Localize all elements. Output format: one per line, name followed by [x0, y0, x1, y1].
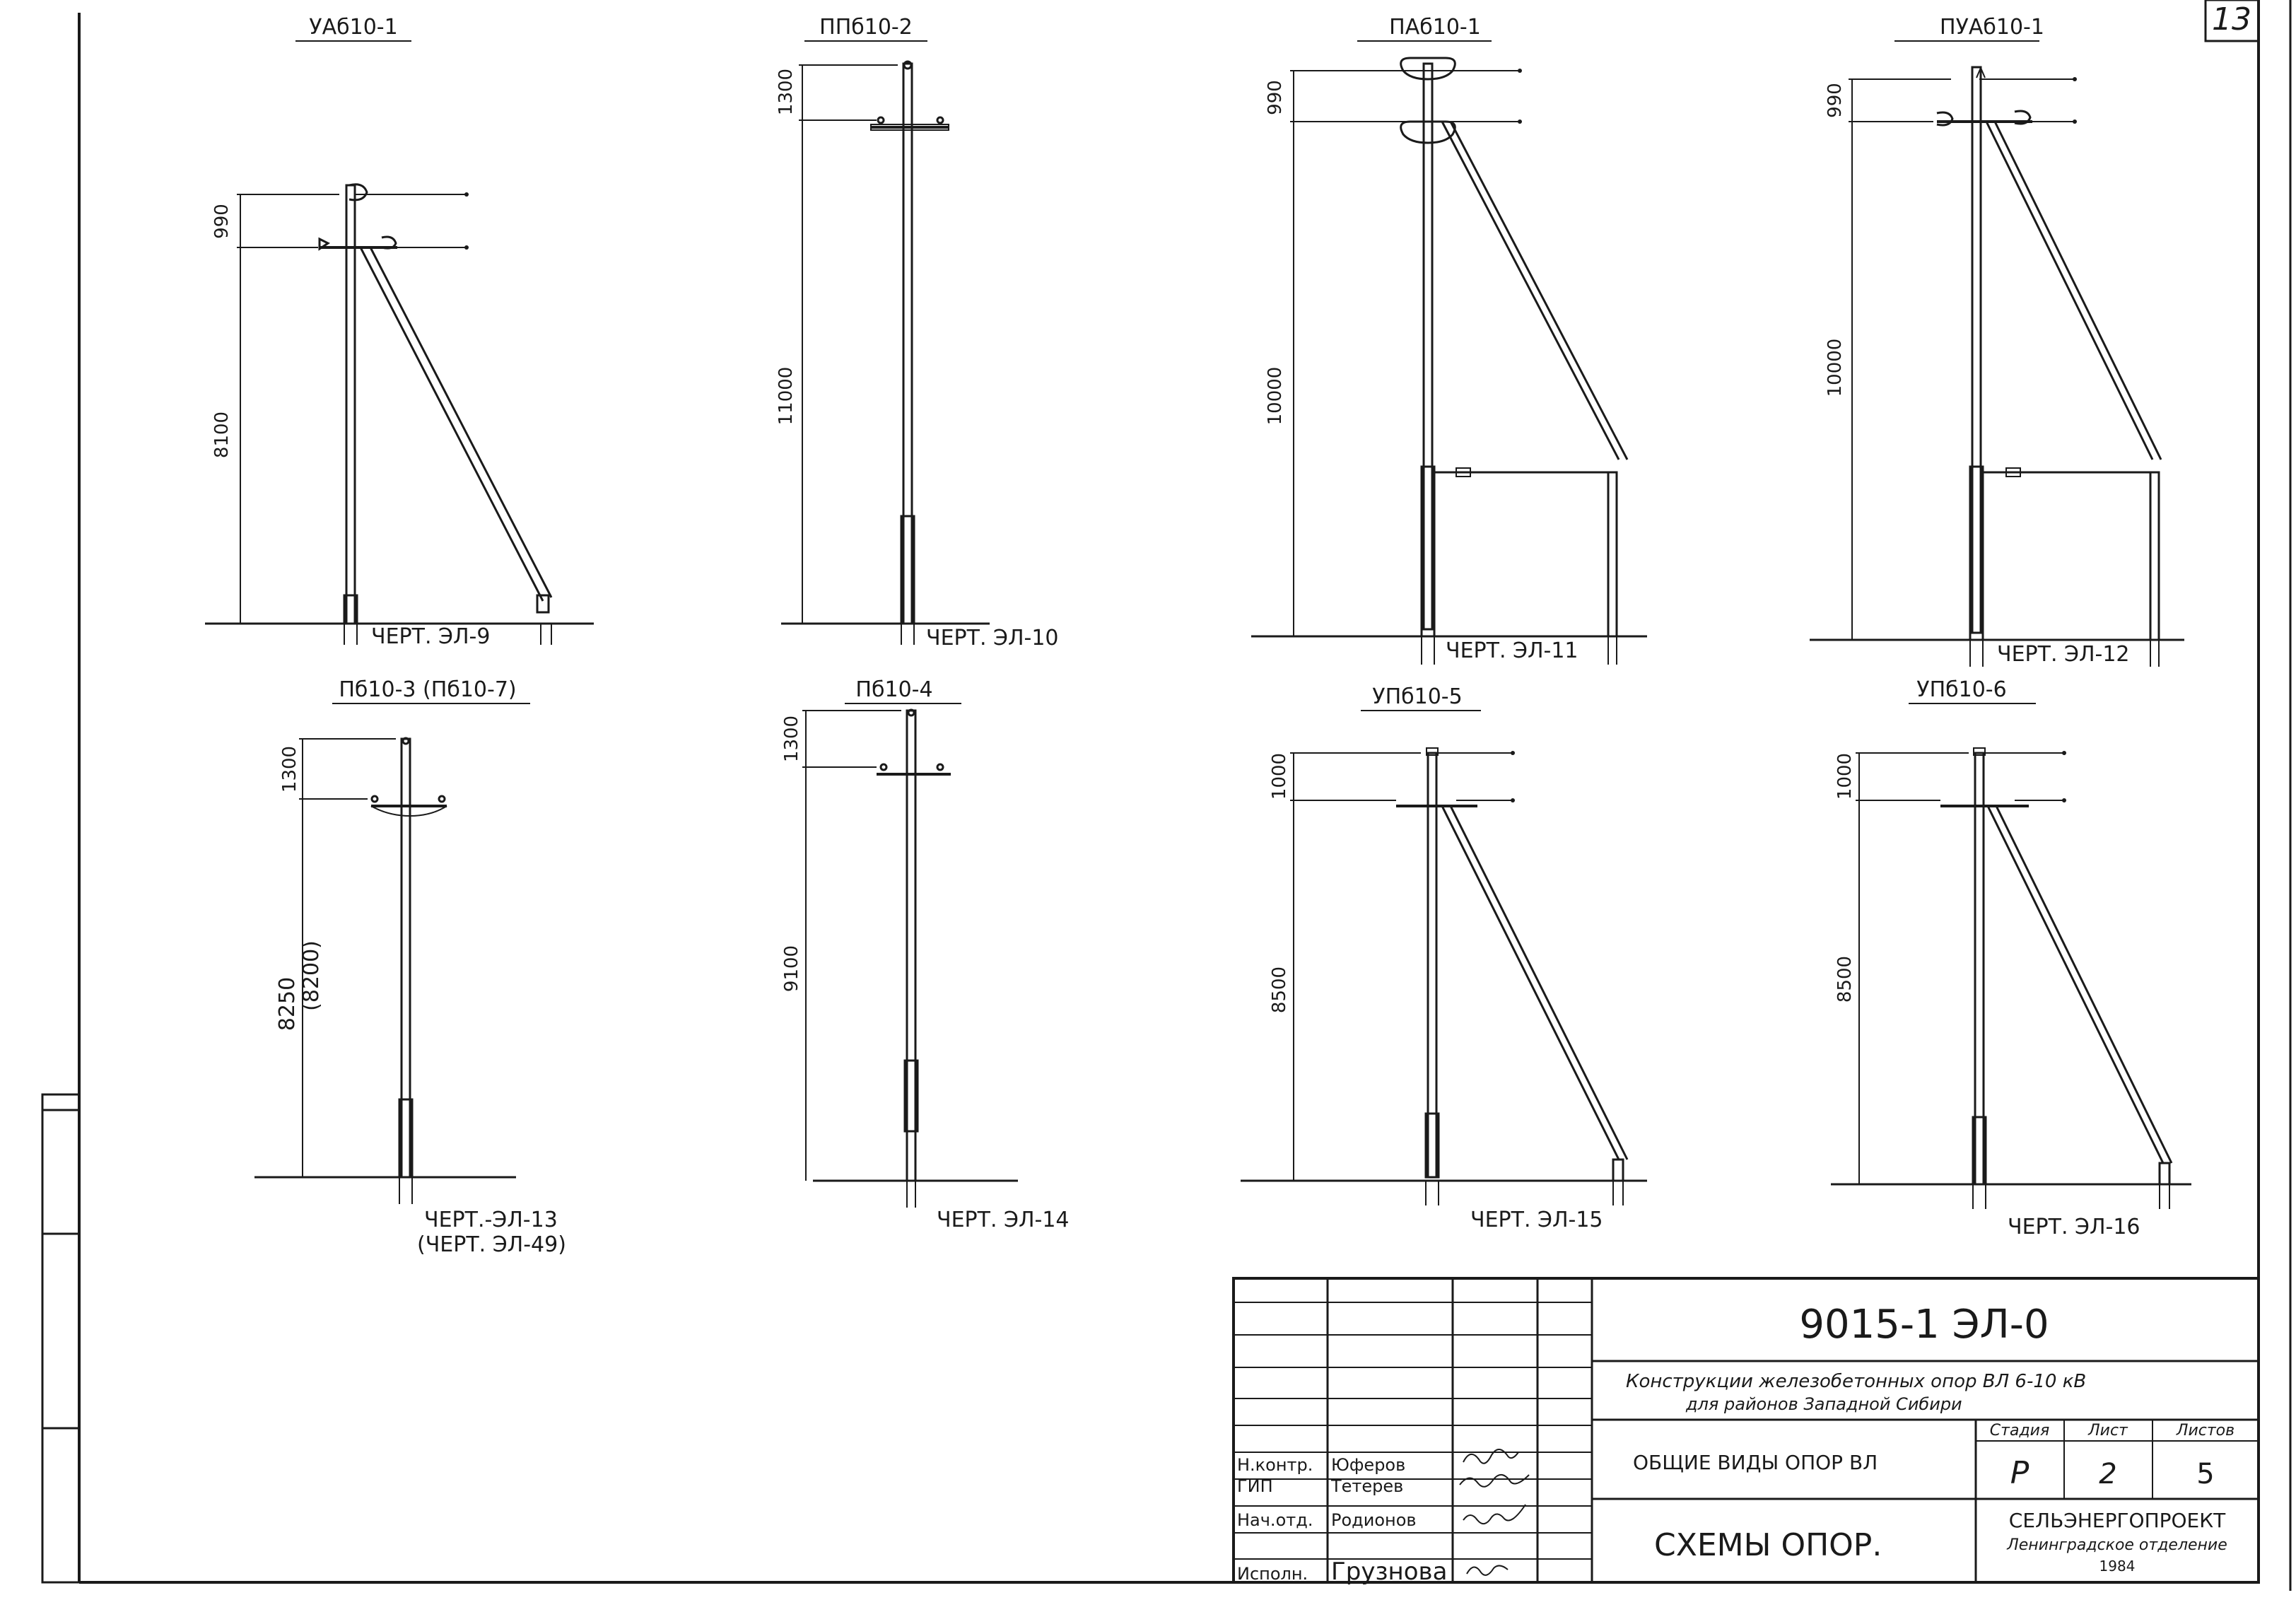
drawing-ref: ЧЕРТ. ЭЛ-11: [1446, 638, 1578, 663]
sheets-label: Листов: [2176, 1422, 2234, 1440]
drawing-ref: ЧЕРТ. ЭЛ-12: [1997, 642, 2130, 667]
support-s7: УПб10-5 1000 8500 ЧЕРТ. ЭЛ-15: [1241, 684, 1647, 1232]
signature-role: Нач.отд.: [1237, 1510, 1313, 1530]
support-title: Пб10-3 (Пб10-7): [339, 677, 516, 702]
sheet-number: 13: [2212, 1, 2251, 37]
handwritten-signatures: [1459, 1449, 1530, 1576]
support-s1: УАб10-1 990 8100 ЧЕРТ. ЭЛ-9: [205, 15, 594, 649]
stage-label: Стадия: [1990, 1422, 2049, 1440]
drawing-ref: ЧЕРТ. ЭЛ-9: [371, 624, 490, 649]
support-title: ППб10-2: [819, 15, 913, 40]
drawing-ref: ЧЕРТ. ЭЛ-15: [1470, 1208, 1603, 1232]
support-title: ПУАб10-1: [1940, 15, 2044, 40]
drawing-ref-alt: (ЧЕРТ. ЭЛ-49): [417, 1232, 566, 1257]
sheet-number-box: 13: [2204, 0, 2260, 42]
stage-value: Р: [2010, 1455, 2030, 1491]
organization-year: 1984: [2099, 1558, 2136, 1575]
drawing-ref: ЧЕРТ. ЭЛ-10: [926, 626, 1059, 650]
organization-name: СЕЛЬЭНЕРГОПРОЕКТ: [2009, 1509, 2226, 1532]
support-title: Пб10-4: [855, 677, 932, 702]
support-s8: УПб10-6 1000 8500 ЧЕРТ. ЭЛ-16: [1831, 677, 2191, 1239]
project-title-line2: для районов Западной Сибири: [1685, 1394, 1962, 1414]
dim-height: 8500: [1834, 956, 1856, 1003]
dim-top: 1000: [1269, 753, 1290, 800]
signature-name: Грузнова: [1331, 1558, 1447, 1586]
sheet-title: ОБЩИЕ ВИДЫ ОПОР ВЛ: [1633, 1451, 1878, 1474]
sheets-value: 5: [2196, 1458, 2214, 1490]
support-title: УПб10-6: [1916, 677, 2006, 702]
drawing-ref: ЧЕРТ. ЭЛ-16: [2008, 1215, 2140, 1239]
support-title: УПб10-5: [1372, 684, 1462, 709]
support-s2: ППб10-2 1300 11000 ЧЕРТ. ЭЛ-10: [775, 15, 1059, 650]
dim-top: 1300: [775, 69, 797, 115]
project-title-line1: Конструкции железобетонных опор ВЛ 6-10 …: [1626, 1371, 2086, 1392]
dim-top: 1300: [781, 716, 802, 762]
support-s6: Пб10-4 1300 9100 ЧЕРТ. ЭЛ-14: [781, 677, 1070, 1232]
signature-role: ГИП: [1237, 1476, 1273, 1496]
signature-name: Тетерев: [1330, 1476, 1403, 1496]
signature-role: Исполн.: [1237, 1564, 1308, 1584]
organization-branch: Ленинградское отделение: [2006, 1536, 2227, 1554]
dim-height: 8250: [275, 977, 300, 1031]
dim-top: 990: [1265, 80, 1286, 115]
support-title: ПАб10-1: [1389, 15, 1481, 40]
document-code: 9015-1 ЭЛ-0: [1799, 1302, 2049, 1348]
dim-height: 11000: [775, 367, 797, 426]
dim-top: 990: [1824, 83, 1846, 118]
dim-height: 8100: [211, 411, 233, 458]
signature-name: Родионов: [1331, 1510, 1417, 1530]
binding-margin: [41, 1093, 81, 1584]
title-block: 9015-1 ЭЛ-0 Конструкции железобетонных о…: [1232, 1277, 2260, 1586]
support-s3: ПАб10-1 990 10000 ЧЕРТ. ЭЛ-11: [1251, 15, 1647, 665]
dim-top: 1300: [279, 746, 300, 793]
dim-height: 10000: [1824, 339, 1846, 397]
support-s4: ПУАб10-1 990 10000 ЧЕРТ. ЭЛ-12: [1810, 15, 2184, 667]
drawing-ref: ЧЕРТ.-ЭЛ-13: [424, 1208, 558, 1232]
dim-height-alt: (8200): [299, 940, 324, 1011]
support-title: УАб10-1: [309, 15, 397, 40]
support-s5: Пб10-3 (Пб10-7) 1300 8250 (8200) ЧЕРТ.-Э…: [254, 677, 566, 1257]
drawing-ref: ЧЕРТ. ЭЛ-14: [937, 1208, 1070, 1232]
sheet-label: Лист: [2087, 1422, 2128, 1440]
signature-name: Юферов: [1331, 1455, 1405, 1475]
sheet-value: 2: [2099, 1458, 2116, 1490]
scheme-title: СХЕМЫ ОПОР.: [1654, 1527, 1882, 1563]
dim-height: 9100: [781, 945, 802, 992]
signature-role: Н.контр.: [1237, 1455, 1313, 1475]
dim-top: 990: [211, 204, 233, 239]
dim-top: 1000: [1834, 753, 1856, 800]
dim-height: 8500: [1269, 967, 1290, 1013]
dim-height: 10000: [1265, 367, 1286, 426]
